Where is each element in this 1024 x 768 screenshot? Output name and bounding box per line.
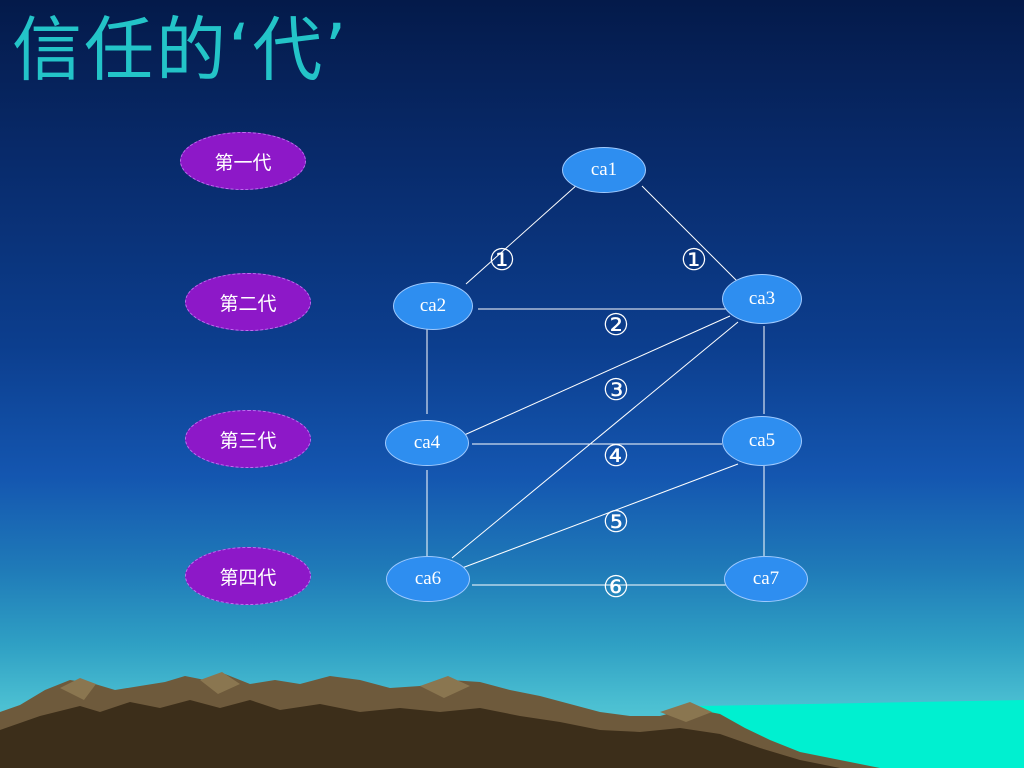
mountain-highlight: [200, 672, 240, 694]
node-ca6: ca6: [386, 556, 470, 602]
edge-ca5-ca6: [461, 463, 739, 569]
edge-ca1-ca2: [465, 183, 579, 285]
edge-ca3-ca6: [451, 321, 739, 559]
edge-ca1-ca3: [641, 185, 739, 283]
edge-label-2: ②: [602, 308, 630, 343]
node-ca3: ca3: [722, 274, 802, 324]
generation-2-label: 第二代: [185, 273, 311, 331]
node-ca2: ca2: [393, 282, 473, 330]
edge-label-5: ⑤: [602, 505, 630, 540]
edge-ca3-ca4: [461, 315, 731, 437]
slide-title: 信任的‘代’: [12, 9, 349, 91]
edge-label-3: ③: [602, 373, 630, 408]
mountain-highlight: [420, 676, 470, 698]
node-ca4: ca4: [385, 420, 469, 466]
generation-1-label: 第一代: [180, 132, 306, 190]
edge-label-6: ⑥: [602, 570, 630, 605]
edge-label-1-right: ①: [680, 243, 708, 278]
mountain-highlight: [60, 678, 96, 700]
node-ca7: ca7: [724, 556, 808, 602]
edge-label-1-left: ①: [488, 243, 516, 278]
mountain-shadow: [0, 700, 840, 768]
node-ca5: ca5: [722, 416, 802, 466]
edge-label-4: ④: [602, 439, 630, 474]
node-ca1: ca1: [562, 147, 646, 193]
generation-3-label: 第三代: [185, 410, 311, 468]
mountain-highlight: [660, 702, 712, 722]
generation-4-label: 第四代: [185, 547, 311, 605]
